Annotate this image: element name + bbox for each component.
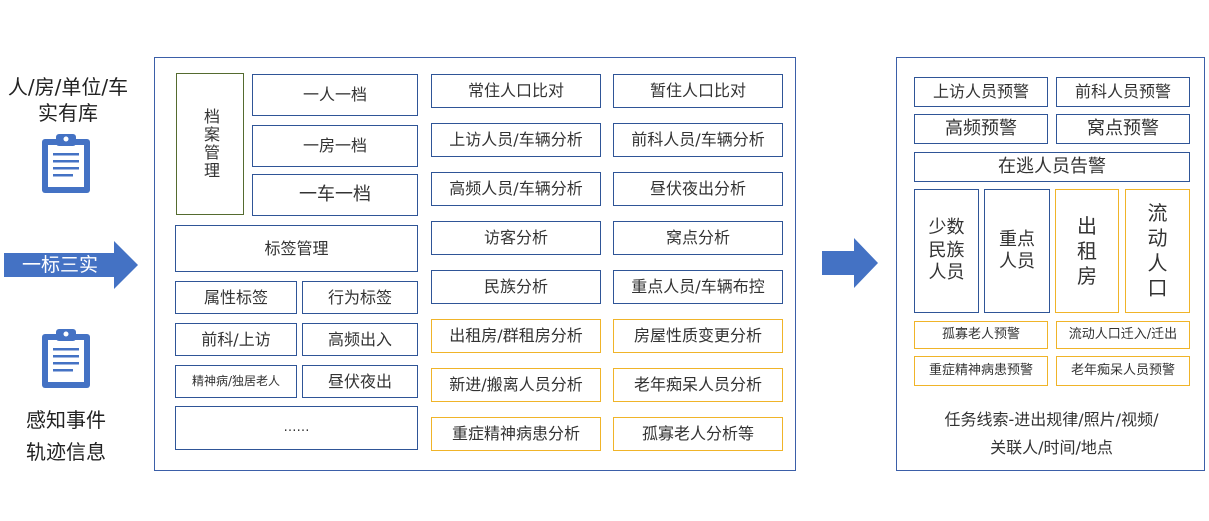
mental-elderly-box: 精神病/独居老人	[175, 365, 297, 398]
db-title-line1: 人/房/单位/车	[7, 75, 129, 99]
attr-tag-box: 属性标签	[175, 281, 297, 314]
small-alert-item: 流动人口迁入/迁出	[1056, 321, 1190, 349]
one-person-box: 一人一档	[252, 74, 418, 116]
category-col: 少数民族人员	[914, 189, 979, 313]
alert-item: 高频预警	[914, 114, 1048, 144]
category-label: 出租房	[1077, 213, 1097, 288]
category-col: 重点人员	[984, 189, 1050, 313]
tag-mgmt-box: 标签管理	[175, 225, 418, 272]
analysis-item: 访客分析	[431, 221, 601, 255]
ellipsis-box: ……	[175, 406, 418, 450]
small-alert-item: 老年痴呆人员预警	[1056, 356, 1190, 386]
category-col: 出租房	[1055, 189, 1119, 313]
alert-item: 窝点预警	[1056, 114, 1190, 144]
category-label: 少数民族人员	[928, 217, 965, 284]
analysis-item: 上访人员/车辆分析	[431, 123, 601, 157]
analysis-item: 暂住人口比对	[613, 74, 783, 108]
analysis-item: 新进/搬离人员分析	[431, 368, 601, 402]
category-label: 流动人口	[1147, 201, 1168, 300]
clipboard-icon	[42, 134, 90, 193]
behavior-tag-box: 行为标签	[302, 281, 418, 314]
arrow-right-icon	[822, 238, 878, 288]
freq-inout-box: 高频出入	[302, 323, 418, 356]
category-label: 重点人员	[999, 228, 1035, 273]
archive-mgmt-box: 档案管理	[176, 73, 244, 215]
db-title-line2: 实有库	[38, 101, 98, 125]
clipboard-icon	[42, 329, 90, 388]
sense-info: 感知事件 轨迹信息	[0, 404, 132, 468]
arrow-label: 一标三实	[21, 254, 98, 276]
analysis-item: 昼伏夜出分析	[613, 172, 783, 206]
fugitive-alert-box: 在逃人员告警	[914, 152, 1190, 182]
task-clue-text: 任务线索-进出规律/照片/视频/ 关联人/时间/地点	[897, 406, 1206, 462]
sense-line1: 感知事件	[26, 408, 106, 432]
record-petition-box: 前科/上访	[175, 323, 297, 356]
analysis-item: 孤寡老人分析等	[613, 417, 783, 451]
middle-panel: 档案管理 一人一档 一房一档 一车一档 标签管理 属性标签 行为标签 前科/上访…	[154, 57, 796, 471]
analysis-item: 重症精神病患分析	[431, 417, 601, 451]
analysis-item: 重点人员/车辆布控	[613, 270, 783, 304]
alert-item: 前科人员预警	[1056, 77, 1190, 107]
analysis-item: 老年痴呆人员分析	[613, 368, 783, 402]
one-house-box: 一房一档	[252, 125, 418, 167]
analysis-item: 出租房/群租房分析	[431, 319, 601, 353]
category-col: 流动人口	[1125, 189, 1190, 313]
analysis-item: 前科人员/车辆分析	[613, 123, 783, 157]
one-car-box: 一车一档	[252, 174, 418, 216]
analysis-item: 民族分析	[431, 270, 601, 304]
analysis-item: 常住人口比对	[431, 74, 601, 108]
analysis-item: 房屋性质变更分析	[613, 319, 783, 353]
small-alert-item: 重症精神病患预警	[914, 356, 1048, 386]
analysis-item: 高频人员/车辆分析	[431, 172, 601, 206]
task-line2: 关联人/时间/地点	[990, 438, 1113, 457]
task-line1: 任务线索-进出规律/照片/视频/	[944, 410, 1159, 429]
right-panel: 上访人员预警 前科人员预警 高频预警 窝点预警 在逃人员告警 少数民族人员 重点…	[896, 57, 1205, 471]
day-night-box: 昼伏夜出	[302, 365, 418, 398]
alert-item: 上访人员预警	[914, 77, 1048, 107]
analysis-item: 窝点分析	[613, 221, 783, 255]
arrow-right-icon	[4, 241, 138, 289]
db-title: 人/房/单位/车 实有库	[0, 74, 136, 126]
sense-line2: 轨迹信息	[26, 440, 106, 464]
small-alert-item: 孤寡老人预警	[914, 321, 1048, 349]
